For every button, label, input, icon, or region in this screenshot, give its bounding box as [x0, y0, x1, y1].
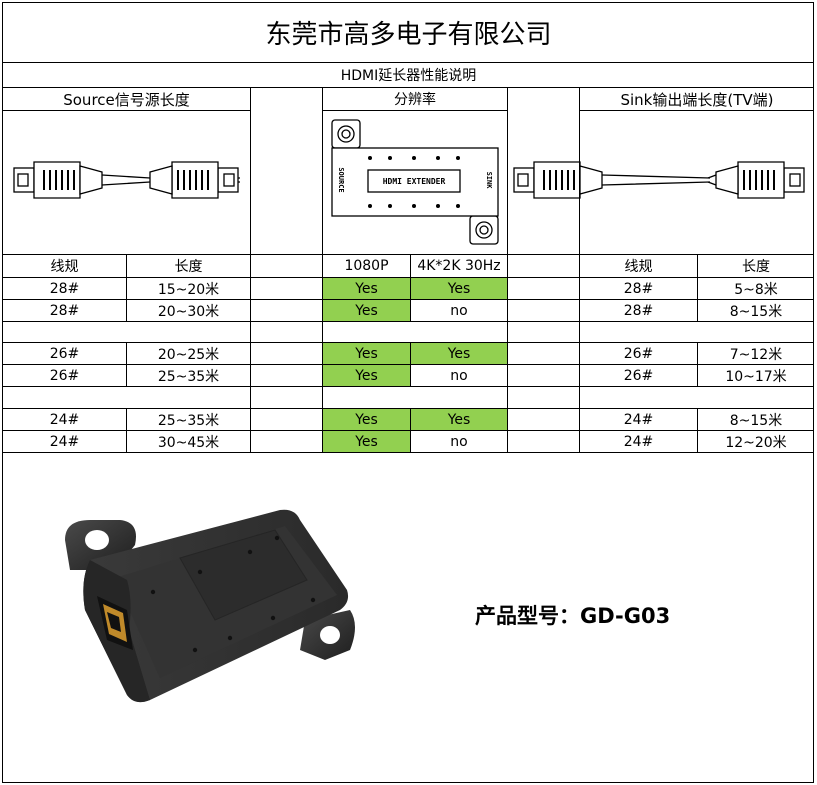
- table-cell-sink-gauge: 26#: [623, 345, 654, 362]
- table-cell-4k: no: [450, 433, 468, 450]
- table-cell-source-gauge: 28#: [49, 302, 80, 319]
- table-cell-source-length: 25~35米: [157, 412, 220, 429]
- table-cell-sink-length: 10~17米: [725, 368, 787, 385]
- product-model-label: 产品型号：GD-G03: [475, 604, 671, 628]
- product-photo: [65, 509, 355, 703]
- table-cell-source-length: 20~25米: [157, 346, 220, 363]
- resolution-header: 分辨率: [394, 92, 436, 108]
- table-cell-1080p: Yes: [323, 409, 410, 430]
- table-cell-1080p: Yes: [323, 365, 410, 386]
- sink-hdmi-cable-illustration: [513, 161, 805, 199]
- table-cell-source-length: 25~35米: [157, 368, 220, 385]
- company-title: 东莞市高多电子有限公司: [265, 20, 552, 50]
- sink-length-header: Sink输出端长度(TV端): [620, 90, 774, 109]
- table-cell-sink-gauge: 28#: [623, 280, 654, 297]
- table-cell-1080p: Yes: [323, 343, 410, 364]
- table-cell-sink-gauge: 26#: [623, 367, 654, 384]
- source-gauge-col-header: 线规: [50, 259, 79, 275]
- table-cell-4k: no: [450, 302, 468, 319]
- table-cell-sink-length: 12~20米: [725, 434, 787, 451]
- source-length-col-header: 长度: [174, 259, 203, 275]
- table-cell-1080p: Yes: [323, 431, 410, 452]
- table-cell-4k: no: [450, 367, 468, 384]
- table-cell-source-length: 20~30米: [157, 303, 220, 320]
- extender-label: HDMI EXTENDER: [382, 176, 446, 186]
- sink-gauge-col-header: 线规: [624, 259, 653, 275]
- sheet-subtitle: HDMI延长器性能说明: [340, 68, 477, 84]
- table-cell-1080p: Yes: [323, 278, 410, 299]
- source-port-label: SOURCE: [337, 167, 345, 193]
- extender-device-diagram: HDMI EXTENDER SOURCE SINK: [330, 118, 500, 246]
- table-cell-sink-gauge: 24#: [623, 433, 654, 450]
- table-cell-4k: Yes: [411, 409, 507, 430]
- source-hdmi-cable-illustration: [13, 161, 240, 199]
- table-cell-source-gauge: 26#: [49, 367, 80, 384]
- table-cell-1080p: Yes: [323, 300, 410, 321]
- table-cell-source-gauge: 24#: [49, 433, 80, 450]
- table-cell-sink-length: 7~12米: [729, 346, 783, 363]
- table-cell-sink-length: 8~15米: [729, 303, 783, 320]
- table-cell-source-length: 15~20米: [157, 281, 220, 298]
- table-cell-4k: Yes: [411, 278, 507, 299]
- table-cell-sink-gauge: 28#: [623, 302, 654, 319]
- table-cell-source-length: 30~45米: [157, 434, 220, 451]
- table-cell-sink-length: 8~15米: [729, 412, 783, 429]
- sink-length-col-header: 长度: [742, 259, 770, 275]
- table-cell-source-gauge: 24#: [49, 411, 80, 428]
- sink-port-label: SINK: [485, 171, 493, 189]
- table-cell-4k: Yes: [411, 343, 507, 364]
- res-1080p-col-header: 1080P: [344, 258, 389, 274]
- table-cell-sink-length: 5~8米: [734, 281, 778, 298]
- res-4k-col-header: 4K*2K 30Hz: [417, 258, 501, 274]
- table-cell-source-gauge: 26#: [49, 345, 80, 362]
- table-cell-source-gauge: 28#: [49, 280, 80, 297]
- source-length-header: Source信号源长度: [63, 90, 190, 109]
- table-cell-sink-gauge: 24#: [623, 411, 654, 428]
